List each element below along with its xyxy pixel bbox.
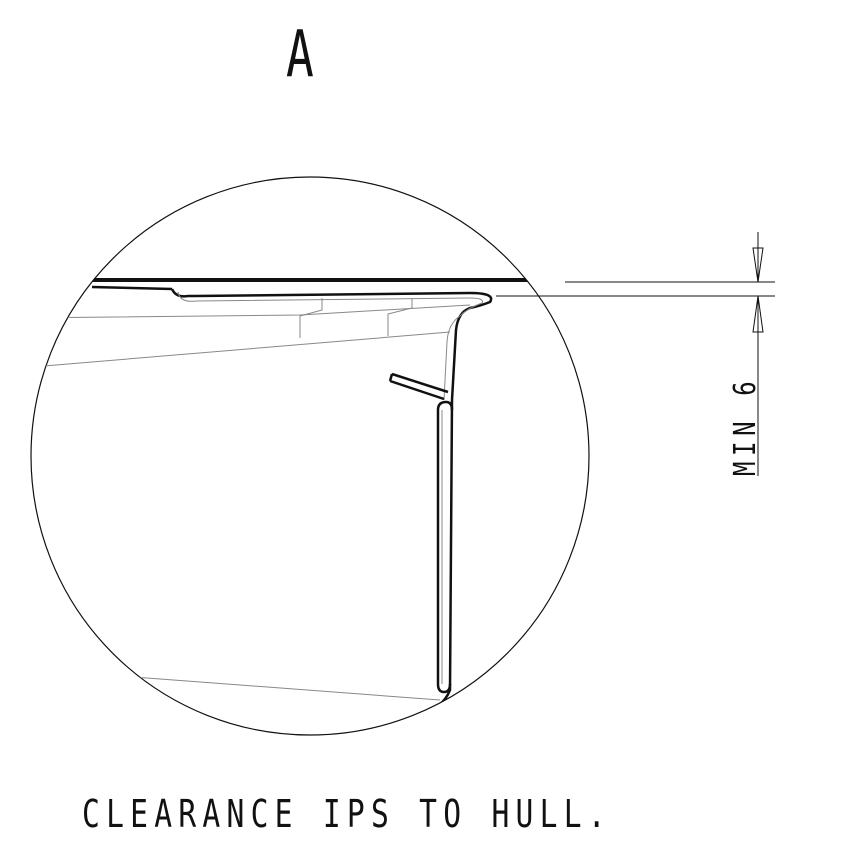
deck-plate-lower-edge	[91, 285, 173, 291]
vertical-leg-outer	[437, 399, 454, 707]
stiffener-marks	[299, 298, 413, 338]
dimension-arrow-top	[752, 247, 764, 283]
hull-contour-upper	[31, 304, 471, 319]
drawing-caption: CLEARANCE IPS TO HULL.	[82, 792, 612, 836]
angled-lip	[388, 372, 449, 401]
dimension-arrow-bottom	[752, 295, 764, 333]
ips-flange	[170, 288, 493, 401]
detail-circle	[30, 176, 590, 736]
hull-contour-bottom	[119, 675, 441, 701]
dimension-label: MIN 6	[728, 375, 763, 476]
vertical-leg-inner	[436, 400, 454, 694]
hull-contour-lower	[31, 331, 451, 369]
ips-flange-inner	[177, 291, 483, 401]
detail-label: A	[286, 18, 314, 92]
